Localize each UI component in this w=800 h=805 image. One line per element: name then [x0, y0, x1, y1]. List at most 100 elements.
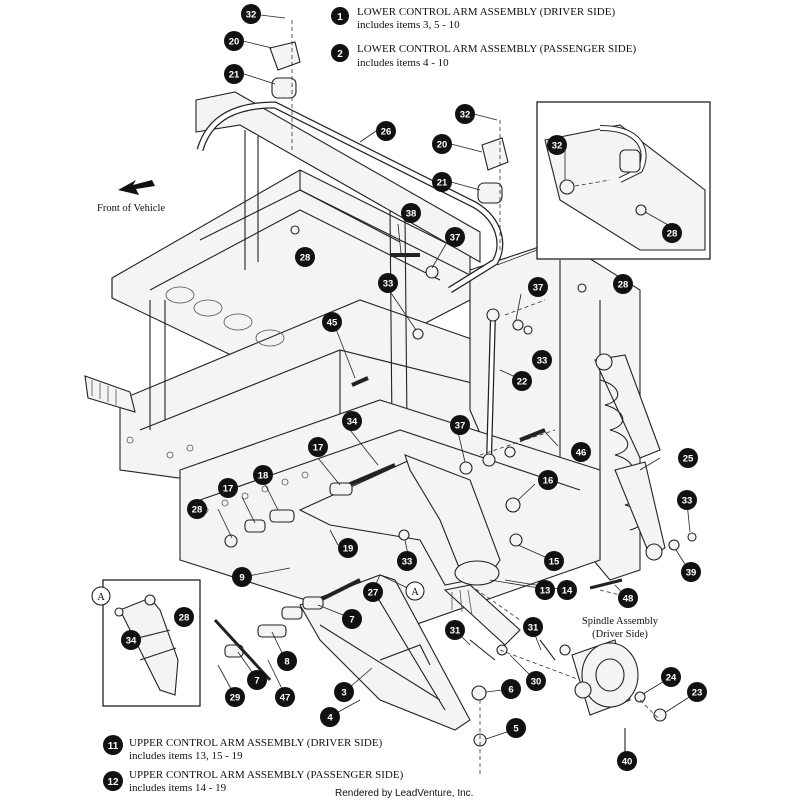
- svg-text:5: 5: [513, 724, 519, 735]
- svg-text:20: 20: [437, 140, 448, 151]
- callout-30: 30: [526, 671, 546, 691]
- svg-text:includes items 4 - 10: includes items 4 - 10: [357, 57, 449, 69]
- callout-22: 22: [512, 371, 532, 391]
- svg-text:28: 28: [667, 229, 678, 240]
- spindle-label-line1: Spindle Assembly: [582, 616, 659, 627]
- svg-text:21: 21: [229, 70, 240, 81]
- callout-28: 28: [174, 607, 194, 627]
- callout-37: 37: [528, 277, 548, 297]
- callout-46: 46: [571, 442, 591, 462]
- callout-34: 34: [342, 411, 362, 431]
- svg-text:28: 28: [300, 253, 311, 264]
- svg-text:33: 33: [402, 557, 413, 568]
- svg-text:2: 2: [337, 49, 343, 60]
- svg-text:1: 1: [337, 12, 343, 23]
- callout-6: 6: [501, 679, 521, 699]
- svg-text:A: A: [97, 592, 105, 603]
- callout-15: 15: [544, 551, 564, 571]
- callout-20: 20: [432, 134, 452, 154]
- callout-32: 32: [547, 135, 567, 155]
- svg-text:30: 30: [531, 677, 542, 688]
- svg-text:22: 22: [517, 377, 528, 388]
- shock-drawing: [594, 353, 666, 561]
- svg-text:14: 14: [562, 586, 573, 597]
- callout-21: 21: [224, 64, 244, 84]
- svg-text:47: 47: [280, 693, 291, 704]
- callout-31: 31: [445, 620, 465, 640]
- callout-16: 16: [538, 470, 558, 490]
- svg-text:37: 37: [533, 283, 544, 294]
- callout-45: 45: [322, 312, 342, 332]
- svg-text:7: 7: [254, 676, 259, 687]
- callout-23: 23: [687, 682, 707, 702]
- svg-text:9: 9: [239, 573, 244, 584]
- detail-a-marker: A: [91, 586, 111, 606]
- inset-connector: [496, 249, 538, 266]
- svg-text:33: 33: [383, 279, 394, 290]
- legend-bottom-12: 12 UPPER CONTROL ARM ASSEMBLY (PASSENGER…: [103, 769, 404, 794]
- callout-5: 5: [506, 718, 526, 738]
- svg-text:26: 26: [381, 127, 392, 138]
- callout-32: 32: [241, 4, 261, 24]
- svg-text:31: 31: [528, 623, 539, 634]
- callout-48: 48: [618, 588, 638, 608]
- svg-text:32: 32: [552, 141, 563, 152]
- callout-47: 47: [275, 687, 295, 707]
- svg-text:31: 31: [450, 626, 461, 637]
- svg-text:29: 29: [230, 693, 241, 704]
- svg-text:UPPER CONTROL ARM ASSEMBLY (PA: UPPER CONTROL ARM ASSEMBLY (PASSENGER SI…: [129, 769, 404, 781]
- svg-text:34: 34: [126, 636, 137, 647]
- callout-24: 24: [661, 667, 681, 687]
- callout-28: 28: [613, 274, 633, 294]
- svg-text:20: 20: [229, 37, 240, 48]
- callout-37: 37: [450, 415, 470, 435]
- svg-text:18: 18: [258, 471, 269, 482]
- svg-text:25: 25: [683, 454, 694, 465]
- callout-9: 9: [232, 567, 252, 587]
- callout-33: 33: [397, 551, 417, 571]
- svg-text:39: 39: [686, 568, 697, 579]
- callout-28: 28: [295, 247, 315, 267]
- svg-text:37: 37: [450, 233, 461, 244]
- svg-text:19: 19: [343, 544, 354, 555]
- callout-33: 33: [378, 273, 398, 293]
- svg-text:38: 38: [406, 209, 417, 220]
- svg-text:23: 23: [692, 688, 703, 699]
- svg-text:32: 32: [460, 110, 471, 121]
- callout-20: 20: [224, 31, 244, 51]
- callout-27: 27: [363, 582, 383, 602]
- svg-text:21: 21: [437, 178, 448, 189]
- link-rod-drawing: [482, 308, 500, 467]
- callout-29: 29: [225, 687, 245, 707]
- callout-7: 7: [247, 670, 267, 690]
- legend-top-2: 2 LOWER CONTROL ARM ASSEMBLY (PASSENGER …: [331, 43, 636, 69]
- sway-bar-drawing: [196, 101, 504, 293]
- callout-26: 26: [376, 121, 396, 141]
- svg-text:LOWER CONTROL ARM ASSEMBLY (DR: LOWER CONTROL ARM ASSEMBLY (DRIVER SIDE): [357, 6, 615, 18]
- callout-33: 33: [677, 490, 697, 510]
- front-arrow-icon: [118, 180, 155, 195]
- callout-17: 17: [218, 478, 238, 498]
- svg-text:includes items 13, 15 - 19: includes items 13, 15 - 19: [129, 750, 243, 762]
- svg-text:33: 33: [682, 496, 693, 507]
- svg-text:28: 28: [192, 505, 203, 516]
- svg-text:A: A: [411, 587, 419, 598]
- svg-text:28: 28: [179, 613, 190, 624]
- callout-25: 25: [678, 448, 698, 468]
- svg-text:33: 33: [537, 356, 548, 367]
- inset-detail-top: [536, 101, 711, 260]
- callout-38: 38: [401, 203, 421, 223]
- svg-text:12: 12: [107, 777, 119, 788]
- callout-19: 19: [338, 538, 358, 558]
- callout-8: 8: [277, 651, 297, 671]
- callout-18: 18: [253, 465, 273, 485]
- callout-28: 28: [187, 499, 207, 519]
- axle-spindle-drawing: [443, 584, 639, 716]
- svg-text:34: 34: [347, 417, 358, 428]
- svg-text:11: 11: [108, 741, 119, 752]
- svg-text:17: 17: [223, 484, 234, 495]
- svg-text:7: 7: [349, 615, 354, 626]
